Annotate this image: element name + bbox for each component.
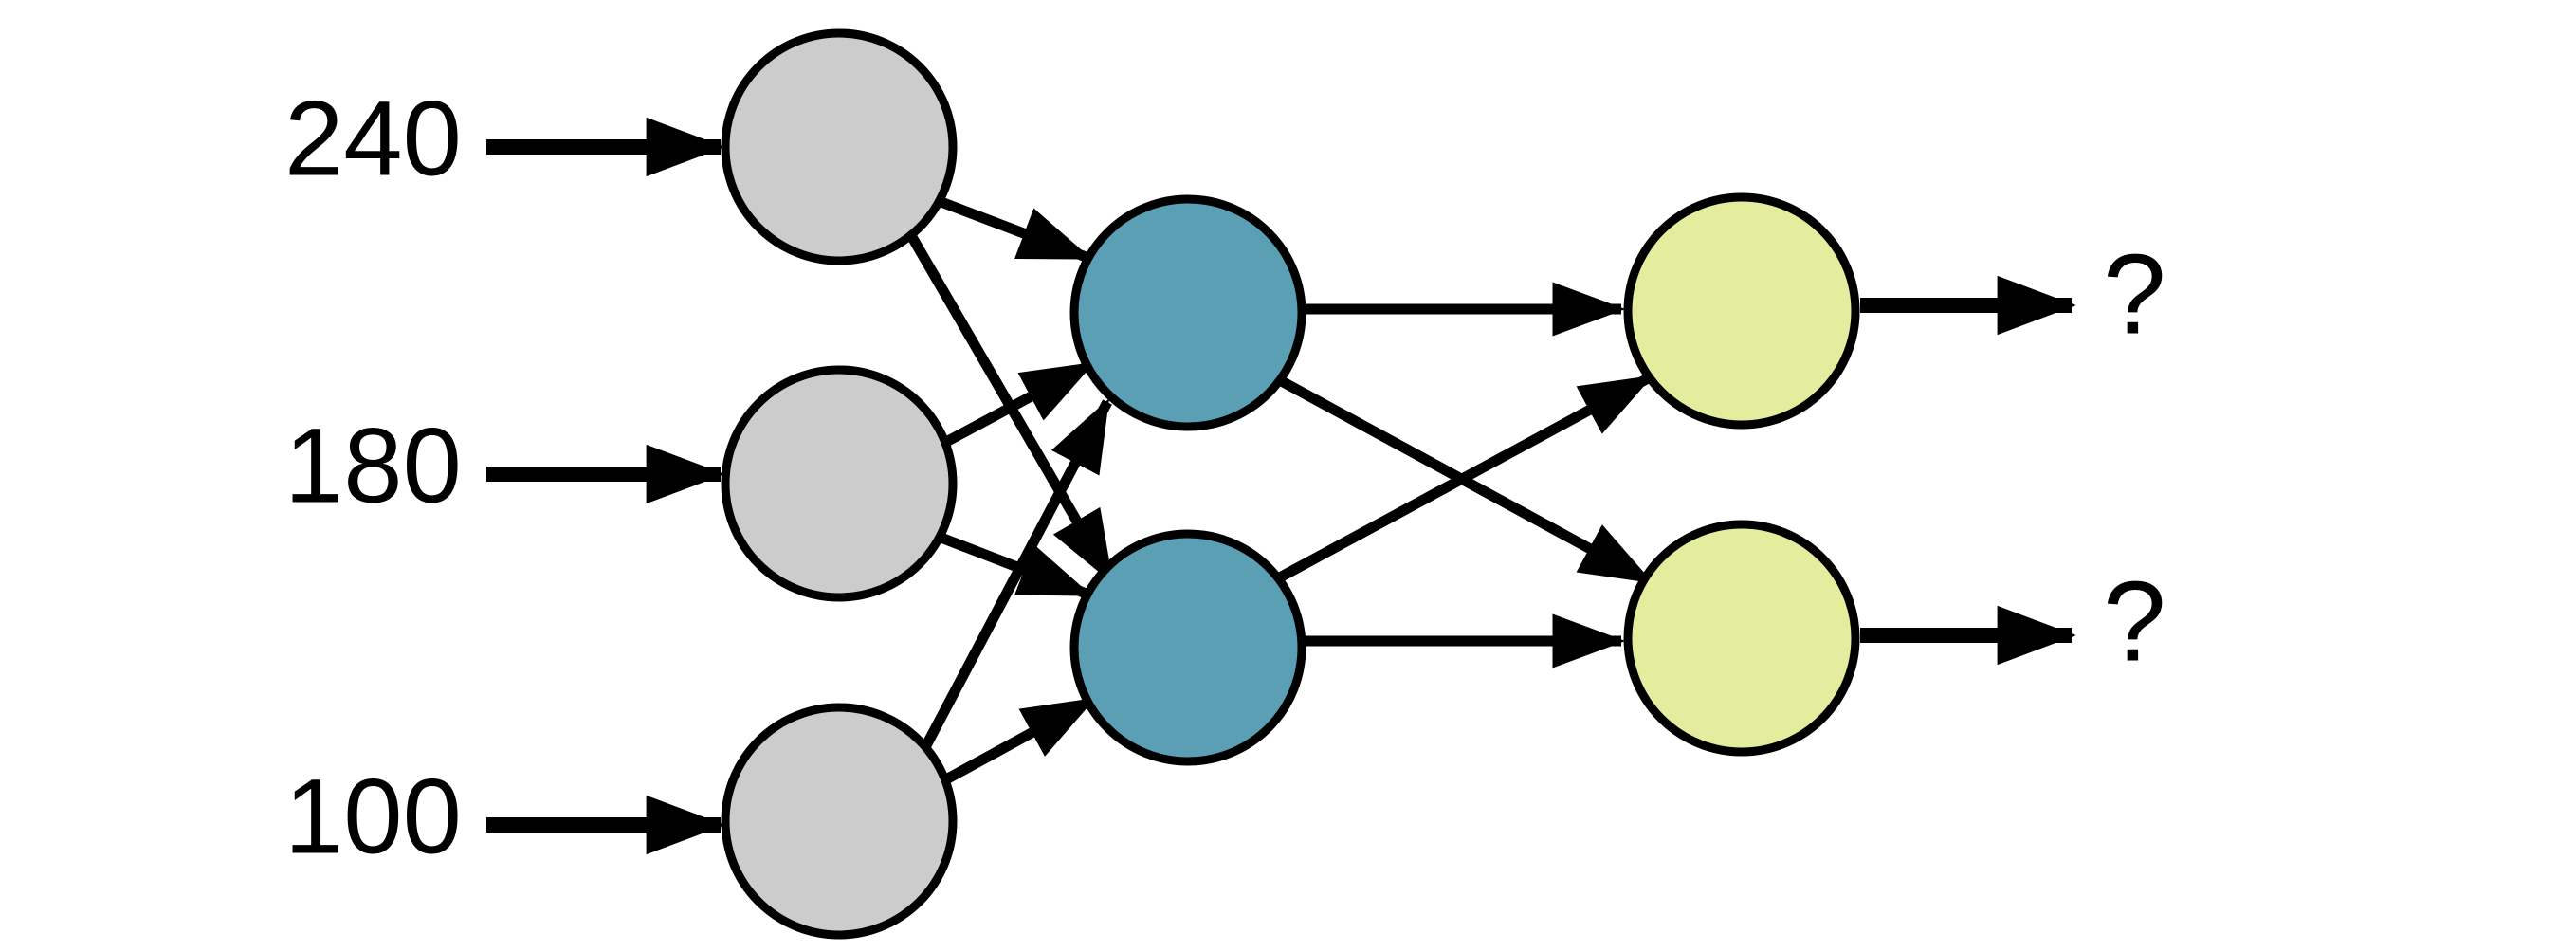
network-nodes <box>721 28 1860 940</box>
connection-edge <box>943 695 1096 784</box>
edges-hidden-to-output <box>1275 282 1653 668</box>
neuron-node[interactable] <box>1069 194 1306 431</box>
neuron-node[interactable] <box>721 365 958 602</box>
connection-edge <box>937 195 1093 264</box>
neuron-node[interactable] <box>1623 192 1860 430</box>
value-labels: 240 180 100?? <box>284 80 2166 876</box>
input-value-label: 180 <box>284 407 462 525</box>
input-arrows <box>486 117 725 855</box>
neuron-node[interactable] <box>721 28 958 265</box>
output-value-label: ? <box>2103 558 2166 686</box>
connection-edge <box>920 398 1112 752</box>
edges-input-to-hidden <box>907 195 1116 784</box>
neuron-node[interactable] <box>1623 520 1860 757</box>
connection-edge <box>937 531 1093 600</box>
neuron-node[interactable] <box>721 703 958 940</box>
input-value-label: 100 <box>284 758 462 876</box>
input-value-label: 240 <box>284 80 462 198</box>
connection-edge <box>943 359 1095 447</box>
connection-edge <box>1275 373 1653 583</box>
neuron-node[interactable] <box>1069 529 1306 766</box>
output-value-label: ? <box>2103 231 2166 358</box>
output-arrows <box>1860 275 2076 666</box>
